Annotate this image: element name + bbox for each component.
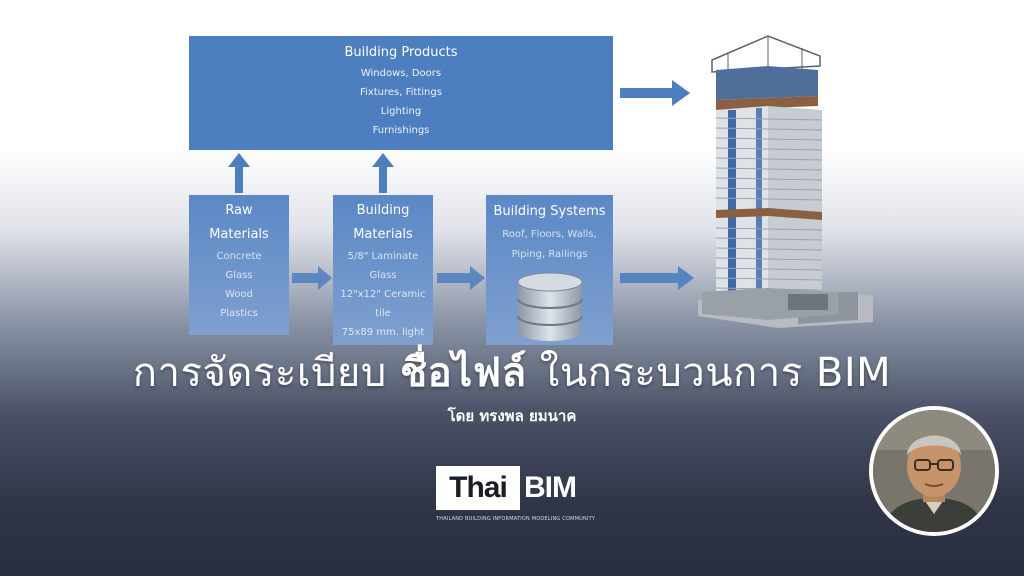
building-materials-title: Building Materials <box>333 199 433 247</box>
title-bold: ชื่อไฟล์ <box>399 350 527 396</box>
building-materials-items: 5/8" Laminate Glass 12"x12" Ceramic tile… <box>333 247 433 342</box>
logo-thai: Thai <box>436 466 520 510</box>
database-icon <box>517 272 583 341</box>
raw-item: Glass <box>225 270 253 281</box>
building-products-box: Building Products Windows, Doors Fixture… <box>189 36 613 150</box>
title-part-2: ในกระบวนการ BIM <box>539 350 892 396</box>
thaibim-logo: Thai BIM THAILAND BUILDING INFORMATION M… <box>436 466 596 526</box>
building-materials-box: Building Materials 5/8" Laminate Glass 1… <box>333 195 433 345</box>
raw-item: Plastics <box>220 308 258 319</box>
raw-materials-items: Concrete Glass Wood Plastics <box>189 247 289 323</box>
building-systems-items: Roof, Floors, Walls, Piping, Railings <box>486 225 613 265</box>
material-item: 12"x12" Ceramic <box>340 289 426 300</box>
materials-title-line: Building <box>356 203 410 218</box>
arrow-right-icon <box>292 266 332 290</box>
product-item: Furnishings <box>372 124 430 136</box>
product-item: Windows, Doors <box>360 67 442 79</box>
arrow-up-icon <box>372 153 394 193</box>
arrow-right-icon <box>620 80 690 106</box>
building-systems-title: Building Systems <box>493 204 606 219</box>
logo-bim: BIM <box>524 471 577 504</box>
product-item: Lighting <box>380 105 422 117</box>
raw-materials-box: Raw Materials Concrete Glass Wood Plasti… <box>189 195 289 335</box>
title-part-1: การจัดระเบียบ <box>132 350 387 396</box>
material-item: Glass <box>369 270 397 281</box>
system-item: Roof, Floors, Walls, <box>502 228 597 240</box>
materials-title-line: Materials <box>353 227 413 242</box>
raw-title-line: Materials <box>209 227 269 242</box>
building-products-title: Building Products <box>344 45 458 60</box>
raw-materials-title: Raw Materials <box>189 199 289 247</box>
product-item: Fixtures, Fittings <box>360 86 442 98</box>
raw-title-line: Raw <box>225 203 253 218</box>
arrow-right-icon <box>620 266 694 290</box>
page-title: การจัดระเบียบ ชื่อไฟล์ ในกระบวนการ BIM <box>0 340 1024 404</box>
building-products-items: Windows, Doors Fixtures, Fittings Lighti… <box>189 64 613 140</box>
raw-item: Wood <box>225 289 253 300</box>
person-icon <box>873 410 995 532</box>
logo-tagline: THAILAND BUILDING INFORMATION MODELING C… <box>436 516 596 522</box>
avatar <box>869 406 999 536</box>
arrow-right-icon <box>437 266 485 290</box>
building-icon <box>698 35 873 328</box>
material-item: 75x89 mm. light <box>341 327 425 338</box>
arrow-up-icon <box>228 153 250 193</box>
material-item: tile <box>375 308 391 319</box>
raw-item: Concrete <box>216 251 262 262</box>
material-item: 5/8" Laminate <box>347 251 419 262</box>
author-line: โดย ทรงพล ยมนาค <box>447 407 577 425</box>
system-item: Piping, Railings <box>511 248 588 260</box>
